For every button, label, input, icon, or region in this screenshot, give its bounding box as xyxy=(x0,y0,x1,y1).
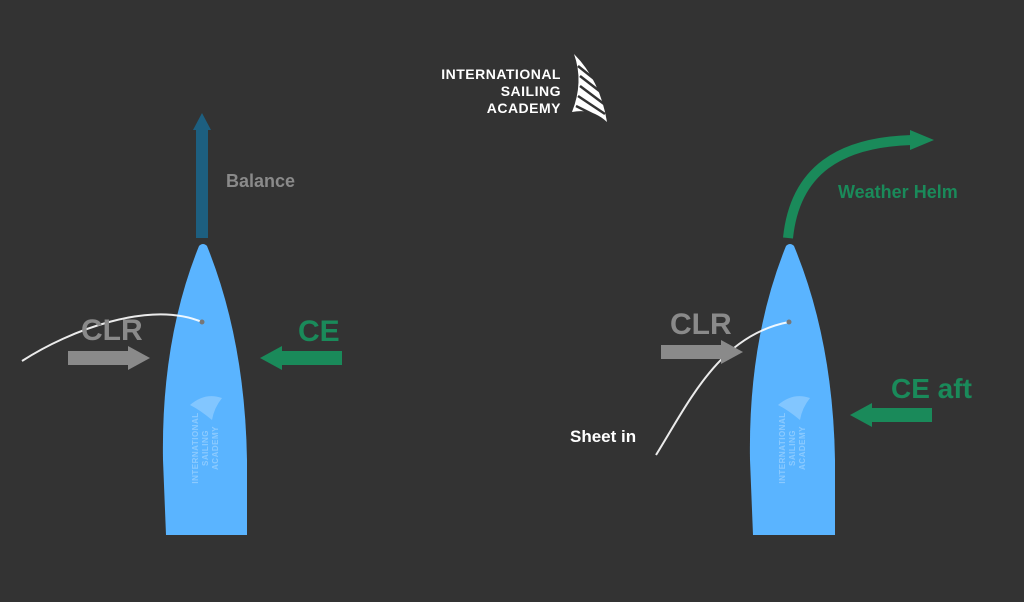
right-clr-label: CLR xyxy=(670,308,732,341)
left-hull-watermark: INTERNATIONAL SAILING ACADEMY xyxy=(191,412,220,483)
left-pivot-dot xyxy=(199,319,205,325)
sheet-in-label: Sheet in xyxy=(570,427,636,446)
left-hull-watermark-icon xyxy=(190,396,222,420)
svg-text:INTERNATIONAL: INTERNATIONAL xyxy=(191,412,200,483)
svg-text:ACADEMY: ACADEMY xyxy=(798,426,807,470)
right-ce-label: CE aft xyxy=(891,373,972,404)
right-hull-watermark: INTERNATIONAL SAILING ACADEMY xyxy=(778,412,807,483)
right-diagram: Weather Helm INTERNATIONAL SAILING ACADE… xyxy=(570,130,972,535)
right-ce-arrow xyxy=(850,403,932,427)
left-clr-arrow xyxy=(68,346,150,370)
right-hull xyxy=(749,244,835,535)
left-ce-label: CE xyxy=(298,315,340,348)
svg-text:SAILING: SAILING xyxy=(201,430,210,466)
sail-logo-icon xyxy=(572,54,607,122)
academy-logo: INTERNATIONAL SAILING ACADEMY xyxy=(441,54,607,122)
left-ce-arrow xyxy=(260,346,342,370)
left-hull xyxy=(162,244,247,535)
right-hull-watermark-icon xyxy=(778,396,810,420)
logo-line-1: INTERNATIONAL xyxy=(441,66,561,82)
left-diagram: Balance INTERNATIONAL SAILING ACADEMY CL… xyxy=(21,113,342,535)
weather-helm-label: Weather Helm xyxy=(838,182,958,202)
left-clr-label: CLR xyxy=(81,314,143,347)
left-sheet-line xyxy=(21,313,203,362)
right-clr-arrow xyxy=(661,340,743,364)
svg-text:SAILING: SAILING xyxy=(788,430,797,466)
weather-helm-arrow xyxy=(783,130,934,239)
svg-text:ACADEMY: ACADEMY xyxy=(211,426,220,470)
balance-label: Balance xyxy=(226,171,295,191)
right-pivot-dot xyxy=(786,319,792,325)
right-sheet-line xyxy=(655,321,790,456)
logo-line-2: SAILING xyxy=(501,83,561,99)
svg-text:INTERNATIONAL: INTERNATIONAL xyxy=(778,412,787,483)
balance-arrow xyxy=(193,113,211,238)
logo-line-3: ACADEMY xyxy=(487,100,561,116)
